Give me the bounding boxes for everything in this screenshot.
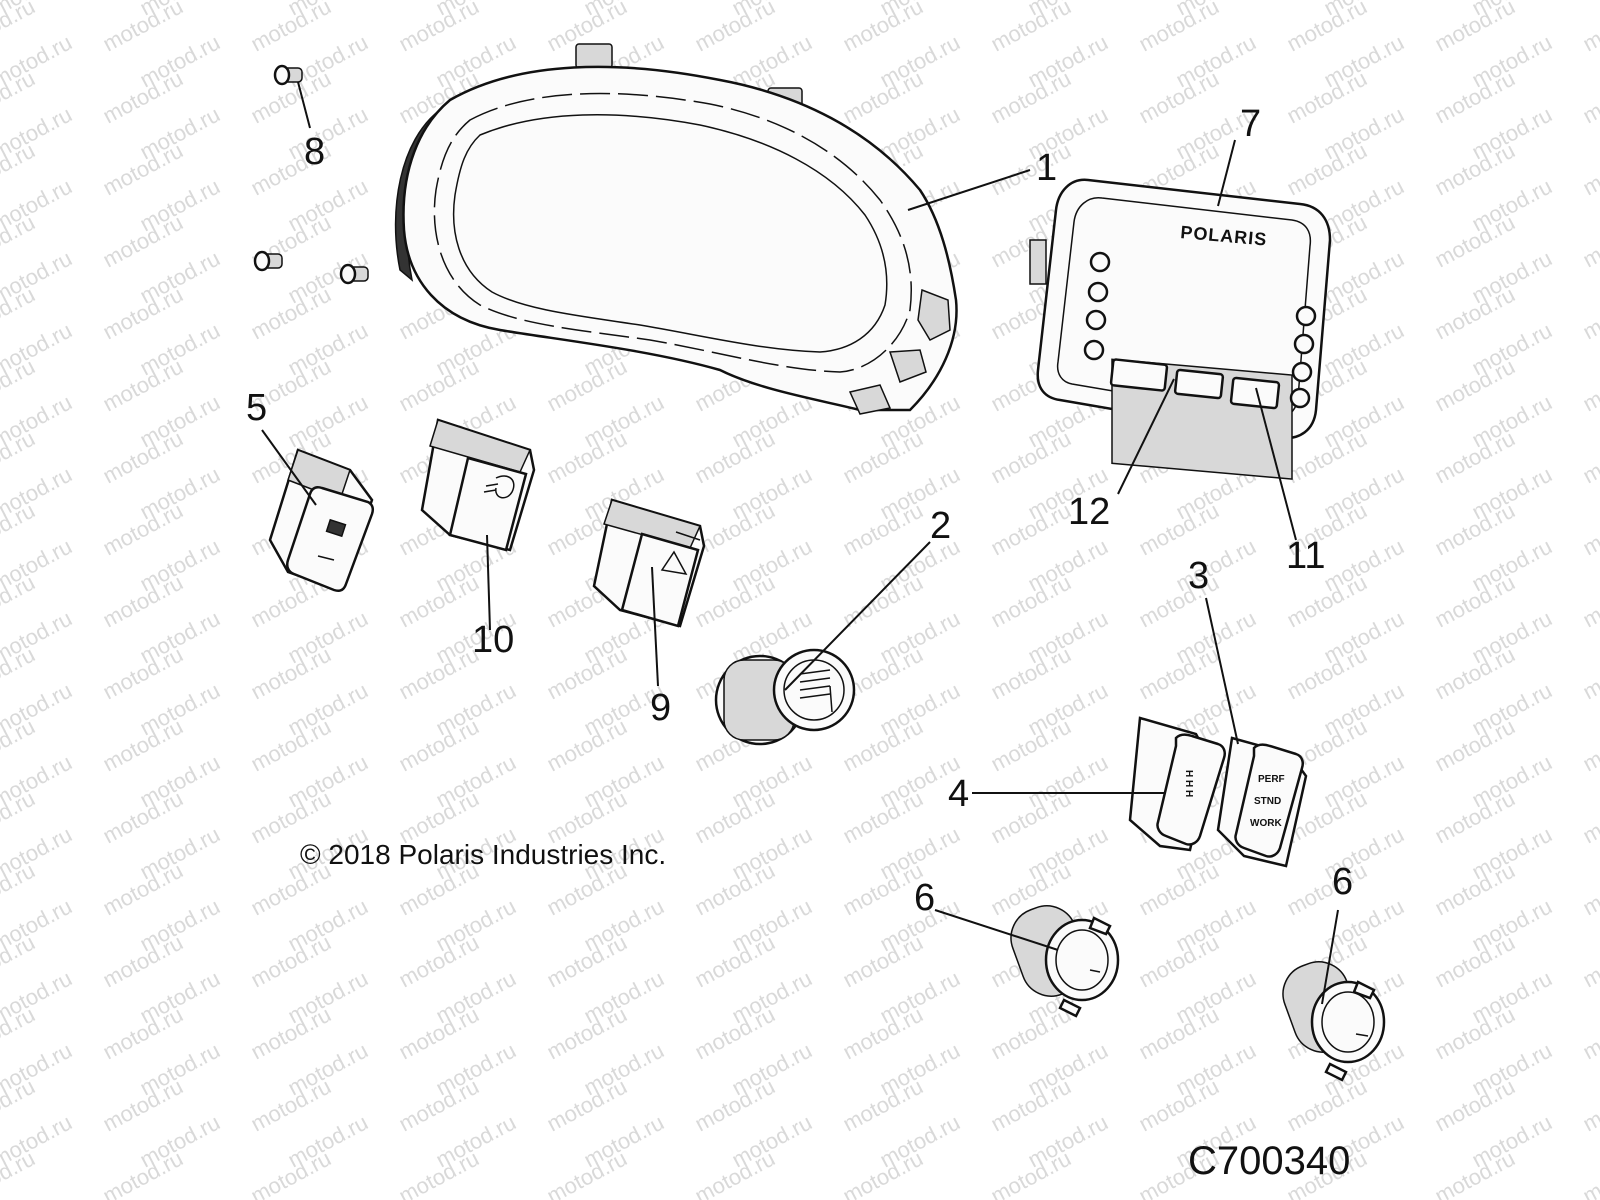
callout-5: 5: [246, 387, 267, 429]
watermark-text: motod.ru: [1579, 354, 1600, 417]
part-9-switch: [592, 498, 706, 628]
svg-text:H H H: H H H: [1183, 770, 1194, 797]
part-5-switch: [268, 448, 375, 592]
callout-9: 9: [650, 687, 671, 729]
callout-6-right: 6: [1332, 861, 1353, 903]
watermark-text: motod.ru: [1579, 426, 1600, 489]
watermark-text: motod.ru: [1579, 66, 1600, 129]
watermark-text: motod.ru: [1579, 714, 1600, 777]
callout-7: 7: [1240, 103, 1261, 145]
watermark-text: motod.ru: [1579, 786, 1600, 849]
watermark-text: motod.ru: [1579, 498, 1600, 561]
callout-10: 10: [472, 619, 514, 661]
part-2-ignition: [714, 648, 856, 746]
watermark-text: motod.ru: [1579, 570, 1600, 633]
callout-6-left: 6: [914, 877, 935, 919]
copyright-text: © 2018 Polaris Industries Inc.: [300, 839, 666, 870]
part-6-round-switch-left: [1010, 905, 1120, 1018]
callout-11: 11: [1286, 535, 1325, 577]
watermark-text: motod.ru: [1579, 930, 1600, 993]
watermark-text: motod.ru: [1579, 0, 1600, 56]
watermark-text: motod.ru: [1579, 1002, 1600, 1065]
watermark-text: motod.ru: [1579, 1074, 1600, 1137]
callout-8: 8: [304, 131, 325, 173]
part-6-round-switch-right: [1282, 961, 1386, 1082]
part-3-4-switches: H H H PERF STND WORK: [1128, 716, 1308, 868]
watermark-text: motod.ru: [1579, 858, 1600, 921]
figure-code: C700340: [1188, 1139, 1350, 1183]
callout-numbers: 1 2 3 4 5 6 6 7 8 9 10 11 12: [246, 103, 1353, 919]
watermark-text: motod.ru: [1579, 642, 1600, 705]
watermark-text: motod.ru: [1579, 1146, 1600, 1200]
part-7-display: POLARIS: [1029, 178, 1332, 480]
part-1-cluster-bezel: [394, 43, 958, 415]
callout-3: 3: [1188, 555, 1209, 597]
callout-1: 1: [1036, 147, 1057, 189]
watermark-text: motod.ru: [1579, 282, 1600, 345]
callout-12: 12: [1068, 491, 1110, 533]
watermark-text: motod.ru: [1579, 210, 1600, 273]
perf-label: PERF: [1258, 774, 1285, 785]
part-10-switch: [420, 418, 536, 552]
leader-lines: [261, 81, 1339, 1005]
stnd-label: STND: [1254, 796, 1281, 807]
watermark-text: motod.ru: [1579, 138, 1600, 201]
callout-2: 2: [930, 505, 951, 547]
work-label: WORK: [1250, 818, 1282, 829]
part-8-pins: [253, 64, 369, 285]
callout-4: 4: [948, 773, 969, 815]
